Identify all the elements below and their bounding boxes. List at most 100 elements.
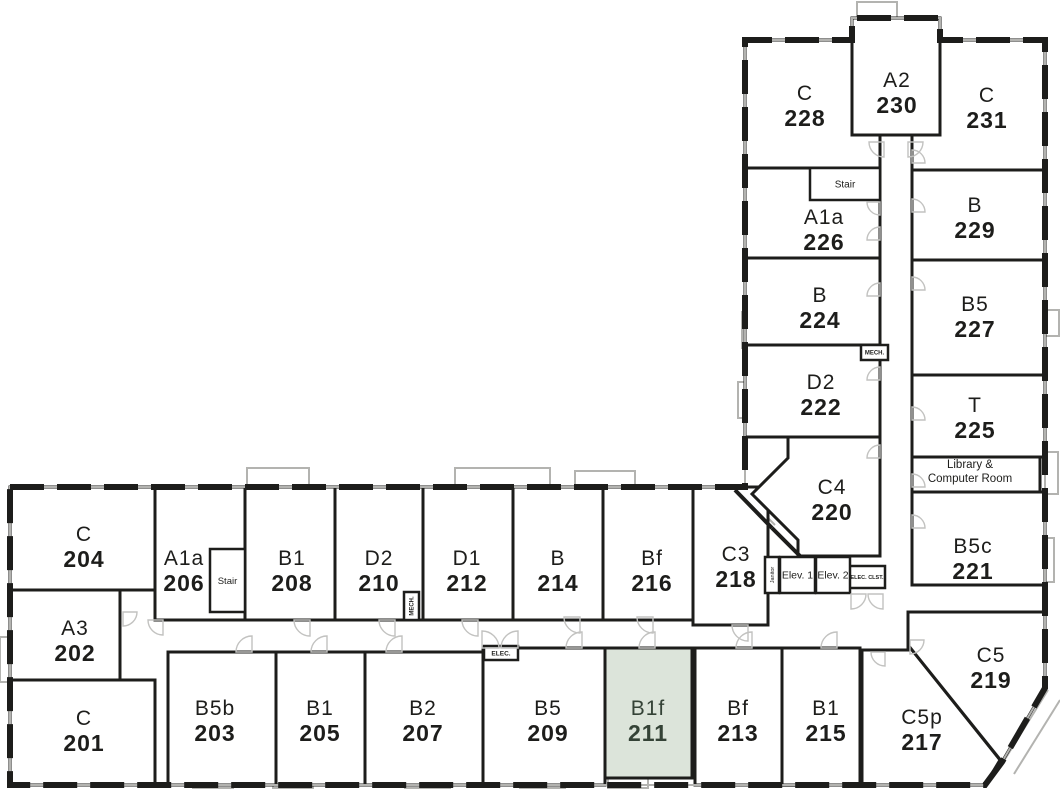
util-label: Elev. 2 [817, 570, 848, 582]
room-shape [8, 588, 122, 682]
room-205[interactable] [274, 650, 367, 787]
balcony-edge [1013, 699, 1060, 775]
room-type-label: C [76, 707, 92, 730]
room-shape [693, 646, 784, 787]
room-229[interactable] [910, 168, 1047, 262]
door-swing [866, 201, 881, 216]
room-209[interactable] [481, 646, 607, 787]
room-207[interactable] [363, 650, 485, 787]
room-213[interactable] [693, 646, 784, 787]
room-type-label: C [76, 523, 92, 546]
room-shape [363, 650, 485, 787]
door-swing [867, 593, 884, 610]
room-shape [910, 168, 1047, 262]
room-shape [850, 16, 942, 137]
util-elec-clst: ELEC. CLST. [847, 564, 887, 590]
door-swing [385, 635, 403, 653]
room-type-label: D1 [453, 547, 482, 570]
door-swing [310, 635, 328, 653]
util-stair: Stair [208, 547, 247, 614]
room-type-label: B1f [631, 697, 666, 720]
util-elev-2: Elev. 2 [814, 555, 852, 595]
room-number-label: 218 [715, 566, 756, 592]
door-swing [868, 141, 885, 158]
room-type-label: B1 [812, 697, 840, 720]
room-type-label: C [979, 84, 995, 107]
room-number-label: 203 [194, 720, 235, 746]
room-type-label: B [550, 547, 565, 570]
room-type-label: C5p [901, 706, 943, 729]
room-number-label: 229 [954, 217, 995, 243]
room-type-label: B1 [278, 547, 306, 570]
door-swing [866, 282, 881, 297]
room-type-label: C3 [722, 543, 751, 566]
room-type-label: D2 [807, 371, 836, 394]
room-type-label: B5c [953, 535, 992, 558]
room-230[interactable] [850, 16, 942, 137]
door-swing [565, 631, 583, 649]
room-215[interactable] [780, 646, 862, 787]
room-type-label: A1a [804, 206, 844, 229]
room-shape [910, 373, 1047, 459]
room-type-label: Bf [727, 697, 749, 720]
door-swing [850, 593, 867, 610]
room-number-label: 215 [805, 720, 846, 746]
room-type-label: B5b [195, 697, 235, 720]
room-number-label: 208 [271, 570, 312, 596]
util-label: MECH. [865, 351, 885, 357]
room-number-label: 228 [784, 105, 825, 131]
room-number-label: 209 [527, 720, 568, 746]
room-shape [601, 485, 695, 622]
door-swing [907, 141, 924, 158]
room-shape [910, 490, 1047, 587]
room-number-label: 221 [952, 558, 993, 584]
util-mech: MECH. [859, 343, 890, 362]
door-swing [293, 619, 311, 637]
room-shape [274, 650, 367, 787]
door-swing [820, 631, 838, 649]
room-number-label: 205 [299, 720, 340, 746]
room-number-label: 222 [800, 394, 841, 420]
room-201[interactable] [8, 678, 157, 787]
room-type-label: C5 [977, 644, 1006, 667]
entry-wall [770, 526, 802, 558]
door-swing [911, 198, 926, 213]
room-type-label: D2 [365, 547, 394, 570]
util-stair: Stair [808, 166, 882, 202]
door-swing [563, 616, 581, 634]
room-type-label: B5 [961, 293, 989, 316]
room-number-label: 231 [966, 107, 1007, 133]
room-216[interactable] [601, 485, 695, 622]
room-type-label: Bf [641, 547, 663, 570]
room-shape [749, 435, 882, 558]
room-211[interactable] [603, 646, 694, 780]
door-swing [731, 624, 749, 642]
door-swing [911, 149, 926, 164]
room-shape [743, 343, 882, 439]
room-221[interactable] [910, 490, 1047, 587]
room-225[interactable] [910, 373, 1047, 459]
room-202[interactable] [8, 588, 122, 682]
room-type-label: B1 [306, 697, 334, 720]
util-mech: MECH. [402, 590, 421, 622]
door-swing [147, 619, 164, 636]
room-type-label: B [812, 284, 827, 307]
room-222[interactable] [743, 343, 882, 439]
room-number-label: 206 [163, 570, 204, 596]
door-swing [870, 651, 886, 667]
door-swing [866, 444, 881, 459]
util-label: Stair [835, 180, 856, 191]
util-label: Stair [218, 576, 238, 587]
util-box [208, 547, 247, 614]
util-elev-1: Elev. 1 [778, 555, 817, 595]
door-swing [911, 514, 926, 529]
room-number-label: 211 [628, 720, 668, 746]
door-swing [911, 276, 926, 291]
room-220[interactable] [749, 435, 882, 558]
util-label: ELEC. CLST. [850, 575, 883, 581]
util-label: Janitor [770, 567, 776, 584]
room-label-line1: Library & [947, 459, 993, 471]
room-number-label: 204 [63, 546, 104, 572]
